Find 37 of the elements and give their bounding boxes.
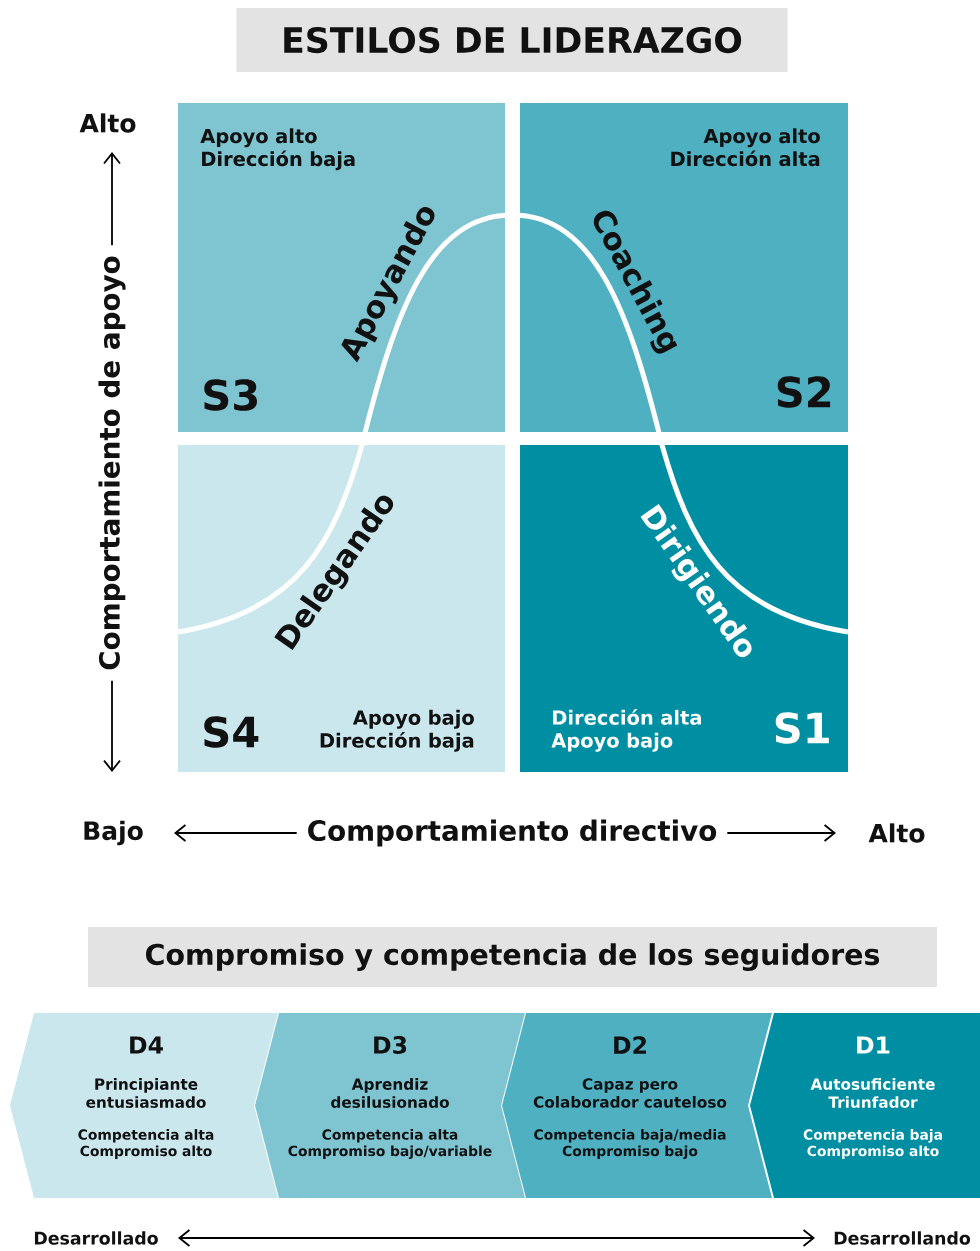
quadrant-box — [520, 445, 848, 772]
heading-band: Compromiso y competencia de los seguidores — [88, 927, 937, 987]
stage-description: Competencia alta Compromiso alto — [78, 1129, 214, 1159]
style-description: Apoyo alto Dirección alta — [671, 128, 820, 167]
quadrant-box — [178, 445, 505, 772]
chevron-shape — [750, 1013, 980, 1198]
style-code: S2 — [777, 376, 831, 408]
axis-end-label: Desarrollando — [834, 1231, 971, 1245]
stage-name: Capaz pero Colaborador cauteloso — [533, 1078, 727, 1108]
stage-name: Principiante entusiasmado — [86, 1078, 206, 1108]
axis-end-label: Alto — [868, 823, 925, 843]
axis-end-label: Desarrollado — [34, 1231, 158, 1245]
axis-label: Comportamiento de apoyo — [96, 245, 128, 681]
quadrant-box — [178, 103, 505, 432]
stage-name: Autosuficiente Triunfador — [810, 1078, 935, 1108]
style-description: Dirección alta Apoyo bajo — [551, 709, 701, 752]
axis-end-label: Bajo — [84, 820, 143, 846]
axis-label: Comportamiento directivo — [296, 817, 728, 849]
stage-code: D4 — [130, 1036, 163, 1054]
chevron-shape — [10, 1013, 278, 1198]
stage-code: D2 — [614, 1036, 646, 1054]
style-code: S4 — [204, 716, 259, 748]
stage-description: Competencia baja Compromiso alto — [803, 1129, 942, 1159]
stage-description: Competencia alta Compromiso bajo/variable — [288, 1129, 492, 1159]
axis-end-label: Alto — [79, 113, 136, 133]
stage-name: Aprendiz desilusionado — [331, 1078, 449, 1108]
chevron-shape — [502, 1013, 772, 1198]
quadrant-box — [520, 103, 848, 432]
chevron-shape — [255, 1013, 525, 1198]
style-code: S3 — [204, 379, 257, 411]
stage-description: Competencia baja/media Compromiso bajo — [534, 1129, 726, 1159]
style-code: S1 — [775, 712, 829, 744]
stage-code: D3 — [374, 1036, 407, 1054]
title-band: ESTILOS DE LIDERAZGO — [236, 8, 788, 72]
style-description: Apoyo alto Dirección baja — [200, 128, 355, 171]
stage-code: D1 — [857, 1036, 890, 1054]
style-description: Apoyo bajo Dirección baja — [320, 709, 474, 752]
